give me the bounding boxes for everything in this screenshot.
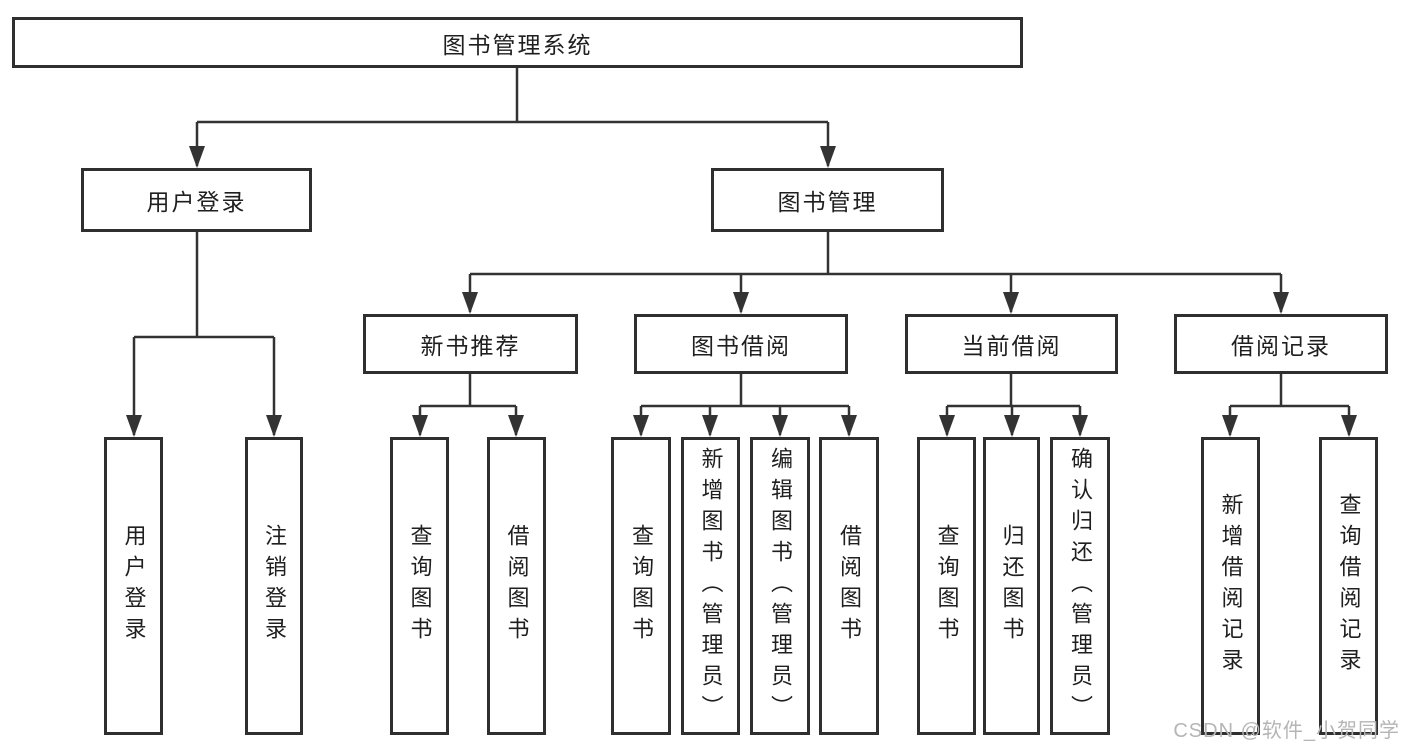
- arrowhead-icon: [1222, 415, 1238, 437]
- csdn-watermark: CSDN @软件_小贺同学: [1173, 720, 1400, 742]
- leaf-confirm-return-label: 确认归还（管理员）: [1068, 446, 1093, 726]
- leaf-logout-label: 注销登录: [262, 524, 287, 648]
- node-book-mgmt-label: 图书管理: [777, 189, 878, 215]
- leaf-query-book-1: 查询图书: [390, 437, 449, 735]
- arrowhead-icon: [820, 146, 836, 168]
- leaf-confirm-return: 确认归还（管理员）: [1050, 437, 1110, 735]
- arrowhead-icon: [939, 415, 955, 437]
- leaf-borrow-book-1-label: 借阅图书: [504, 524, 530, 648]
- leaf-query-book-2-label: 查询图书: [629, 524, 654, 648]
- arrowhead-icon: [772, 415, 788, 437]
- leaf-query-book-1-label: 查询图书: [407, 524, 433, 648]
- connector-user-login-children: [126, 232, 282, 437]
- arrowhead-icon: [1072, 415, 1088, 437]
- node-book-borrow: 图书借阅: [634, 314, 848, 374]
- arrowhead-icon: [412, 415, 428, 437]
- arrowhead-icon: [702, 415, 718, 437]
- leaf-query-book-2: 查询图书: [611, 437, 671, 735]
- leaf-borrow-book-2-label: 借阅图书: [837, 524, 862, 648]
- arrowhead-icon: [633, 415, 649, 437]
- arrowhead-icon: [508, 415, 524, 437]
- leaf-user-login: 用户登录: [104, 437, 163, 735]
- connector-book-mgmt-children: [462, 232, 1289, 314]
- node-book-mgmt: 图书管理: [711, 168, 944, 232]
- leaf-borrow-book-2: 借阅图书: [819, 437, 879, 735]
- connector-borrow-record-children: [1222, 374, 1357, 437]
- leaf-edit-book: 编辑图书（管理员）: [750, 437, 810, 735]
- leaf-edit-book-label: 编辑图书（管理员）: [768, 446, 793, 726]
- arrowhead-icon: [189, 146, 205, 168]
- arrowhead-icon: [733, 292, 749, 314]
- node-borrow-record: 借阅记录: [1174, 314, 1388, 374]
- leaf-add-borrow-record-label: 新增借阅记录: [1218, 493, 1244, 679]
- leaf-add-borrow-record: 新增借阅记录: [1201, 437, 1260, 735]
- leaf-add-book-label: 新增图书（管理员）: [698, 446, 724, 726]
- arrowhead-icon: [1004, 415, 1020, 437]
- node-new-book-rec-label: 新书推荐: [420, 333, 521, 359]
- leaf-user-login-label: 用户登录: [121, 524, 147, 648]
- leaf-query-book-3: 查询图书: [917, 437, 976, 735]
- leaf-logout: 注销登录: [245, 437, 303, 735]
- arrowhead-icon: [462, 292, 478, 314]
- node-user-login: 用户登录: [81, 168, 312, 232]
- arrowhead-icon: [1341, 415, 1357, 437]
- arrowhead-icon: [266, 415, 282, 437]
- arrowhead-icon: [841, 415, 857, 437]
- connector-current-borrow-children: [939, 374, 1088, 437]
- leaf-query-book-3-label: 查询图书: [934, 524, 960, 648]
- node-user-login-label: 用户登录: [146, 189, 247, 215]
- node-borrow-record-label: 借阅记录: [1231, 333, 1331, 359]
- leaf-query-borrow-record: 查询借阅记录: [1319, 437, 1378, 735]
- arrowhead-icon: [126, 415, 142, 437]
- connector-new-book-children: [412, 374, 524, 437]
- node-book-borrow-label: 图书借阅: [691, 333, 791, 359]
- connector-root-to-level2: [189, 68, 836, 168]
- arrowhead-icon: [1003, 292, 1019, 314]
- node-current-borrow: 当前借阅: [905, 314, 1118, 374]
- leaf-return-book: 归还图书: [983, 437, 1040, 735]
- leaf-return-book-label: 归还图书: [999, 524, 1025, 648]
- node-root: 图书管理系统: [12, 17, 1023, 68]
- arrowhead-icon: [1273, 292, 1289, 314]
- connector-book-borrow-children: [633, 374, 857, 437]
- node-root-label: 图书管理系统: [442, 31, 593, 58]
- leaf-add-book: 新增图书（管理员）: [681, 437, 740, 735]
- node-new-book-rec: 新书推荐: [363, 314, 578, 374]
- leaf-query-borrow-record-label: 查询借阅记录: [1336, 493, 1362, 679]
- leaf-borrow-book-1: 借阅图书: [487, 437, 546, 735]
- node-current-borrow-label: 当前借阅: [961, 333, 1062, 359]
